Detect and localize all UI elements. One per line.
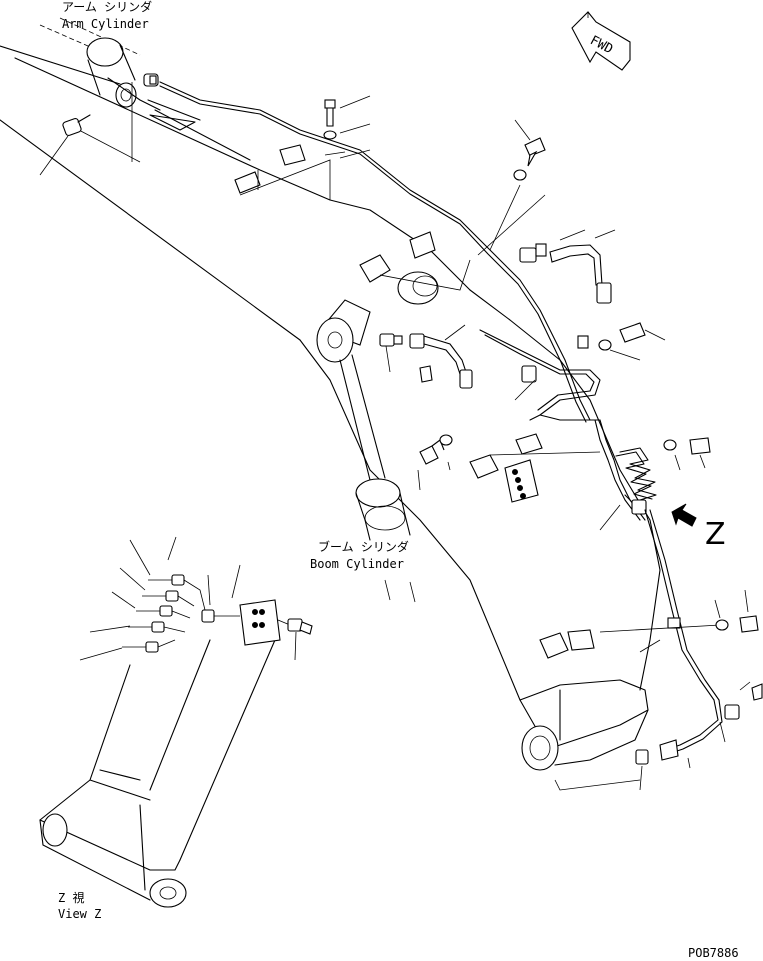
z-marker-label: Z bbox=[705, 517, 726, 552]
view-z-detail bbox=[39, 536, 313, 908]
bolt-upper-icon bbox=[323, 95, 371, 159]
pipe-line-mid bbox=[479, 329, 601, 421]
view-z-label-jp: Z 視 bbox=[58, 891, 85, 905]
clamp-block-center bbox=[359, 231, 471, 305]
terminal-block-boom bbox=[469, 433, 601, 503]
arm-cylinder bbox=[39, 17, 201, 163]
boom-cylinder-label-jp: ブーム シリンダ bbox=[318, 540, 409, 554]
fitting-upper-right bbox=[519, 229, 616, 304]
drawing-code: POB7886 bbox=[688, 946, 739, 960]
boom-foot-pin bbox=[521, 725, 559, 771]
coiled-pipe-bundle bbox=[594, 419, 657, 531]
terminal-block-view-z bbox=[231, 564, 313, 661]
left-mount-bolt-icon bbox=[39, 114, 91, 176]
fwd-arrow-icon bbox=[571, 11, 631, 71]
clamp-group-top bbox=[234, 144, 346, 200]
sensor-set bbox=[79, 536, 240, 661]
boom-cylinder-label-en: Boom Cylinder bbox=[310, 557, 404, 571]
boom-body bbox=[0, 45, 661, 771]
bolt-right-top-icon bbox=[477, 119, 546, 256]
view-z-arrow bbox=[671, 503, 697, 527]
fitting-bottom-right bbox=[539, 589, 763, 791]
bolt-right-bundle-icon bbox=[663, 437, 711, 471]
arm-cylinder-label-jp: アーム シリンダ bbox=[62, 0, 153, 14]
bolt-right-middle-icon bbox=[577, 322, 666, 361]
lower-pipe-line bbox=[599, 509, 723, 755]
arm-cylinder-label-en: Arm Cylinder bbox=[62, 17, 149, 31]
boom-cylinder bbox=[316, 299, 416, 603]
view-z-label-en: View Z bbox=[58, 907, 102, 921]
pipe-clamp-middle bbox=[417, 434, 453, 491]
upper-hose-line bbox=[143, 73, 591, 423]
center-hose-fittings bbox=[379, 324, 473, 389]
